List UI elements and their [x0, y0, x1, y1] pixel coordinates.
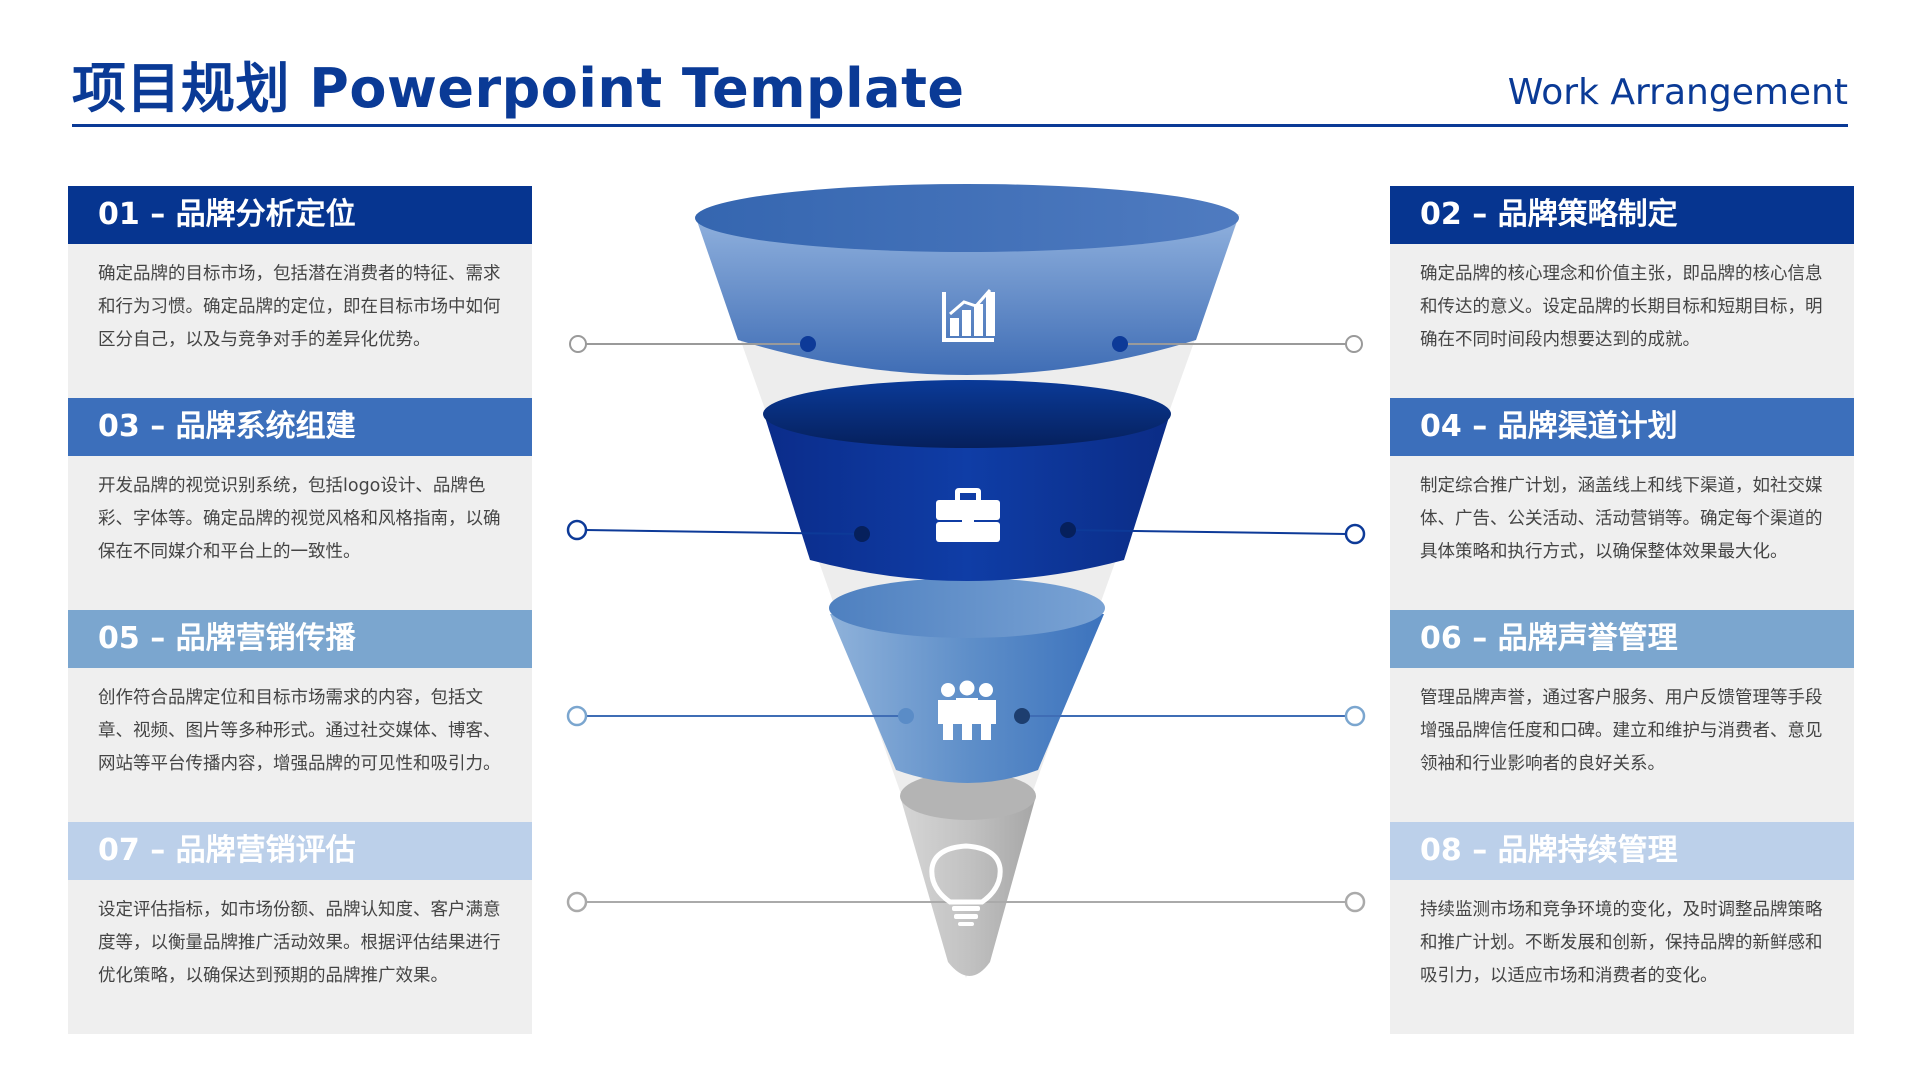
- team-icon: [938, 680, 996, 740]
- card-01: 01 – 品牌分析定位 确定品牌的目标市场，包括潜在消费者的特征、需求和行为习惯…: [68, 186, 532, 398]
- funnel-level-1: [696, 218, 1238, 375]
- card-04-body: 制定综合推广计划，涵盖线上和线下渠道，如社交媒体、广告、公关活动、活动营销等。确…: [1420, 476, 1823, 562]
- card-03-heading: 03 – 品牌系统组建: [68, 398, 532, 456]
- card-08-heading: 08 – 品牌持续管理: [1390, 822, 1854, 880]
- card-06: 06 – 品牌声誉管理 管理品牌声誉，通过客户服务、用户反馈管理等手段增强品牌信…: [1390, 610, 1854, 822]
- card-05-heading: 05 – 品牌营销传播: [68, 610, 532, 668]
- card-01-body: 确定品牌的目标市场，包括潜在消费者的特征、需求和行为习惯。确定品牌的定位，即在目…: [98, 264, 501, 350]
- card-08: 08 – 品牌持续管理 持续监测市场和竞争环境的变化，及时调整品牌策略和推广计划…: [1390, 822, 1854, 1034]
- connector-row-1: [569, 335, 1363, 353]
- card-03-body: 开发品牌的视觉识别系统，包括logo设计、品牌色彩、字体等。确定品牌的视觉风格和…: [98, 476, 501, 562]
- card-01-heading: 01 – 品牌分析定位: [68, 186, 532, 244]
- funnel-level-1-top: [695, 184, 1239, 252]
- page-title: 项目规划 Powerpoint Template: [72, 57, 965, 120]
- card-06-body: 管理品牌声誉，通过客户服务、用户反馈管理等手段增强品牌信任度和口碑。建立和维护与…: [1420, 688, 1823, 774]
- card-04-heading: 04 – 品牌渠道计划: [1390, 398, 1854, 456]
- card-08-body: 持续监测市场和竞争环境的变化，及时调整品牌策略和推广计划。不断发展和创新，保持品…: [1420, 900, 1823, 986]
- funnel-level-3-top: [829, 578, 1105, 638]
- card-07-body: 设定评估指标，如市场份额、品牌认知度、客户满意度等，以衡量品牌推广活动效果。根据…: [98, 900, 501, 986]
- card-07: 07 – 品牌营销评估 设定评估指标，如市场份额、品牌认知度、客户满意度等，以衡…: [68, 822, 532, 1034]
- briefcase-icon: [936, 488, 1000, 542]
- connector-row-3: [566, 705, 1366, 727]
- card-04: 04 – 品牌渠道计划 制定综合推广计划，涵盖线上和线下渠道，如社交媒体、广告、…: [1390, 398, 1854, 610]
- funnel-level-4-top: [900, 772, 1036, 820]
- funnel-level-4: [900, 784, 1036, 976]
- funnel-level-2-top: [763, 380, 1171, 448]
- card-02-body: 确定品牌的核心理念和价值主张，即品牌的核心信息和传达的意义。设定品牌的长期目标和…: [1420, 264, 1823, 350]
- card-05: 05 – 品牌营销传播 创作符合品牌定位和目标市场需求的内容，包括文章、视频、图…: [68, 610, 532, 822]
- card-02: 02 – 品牌策略制定 确定品牌的核心理念和价值主张，即品牌的核心信息和传达的意…: [1390, 186, 1854, 398]
- bar-chart-icon: [942, 289, 995, 342]
- card-07-heading: 07 – 品牌营销评估: [68, 822, 532, 880]
- card-06-heading: 06 – 品牌声誉管理: [1390, 610, 1854, 668]
- title-divider: [72, 124, 1848, 127]
- page-subtitle: Work Arrangement: [1507, 72, 1848, 113]
- lightbulb-icon: [929, 843, 1003, 926]
- connector-row-2: [566, 519, 1366, 545]
- card-03: 03 – 品牌系统组建 开发品牌的视觉识别系统，包括logo设计、品牌色彩、字体…: [68, 398, 532, 610]
- card-05-body: 创作符合品牌定位和目标市场需求的内容，包括文章、视频、图片等多种形式。通过社交媒…: [98, 688, 501, 774]
- card-02-heading: 02 – 品牌策略制定: [1390, 186, 1854, 244]
